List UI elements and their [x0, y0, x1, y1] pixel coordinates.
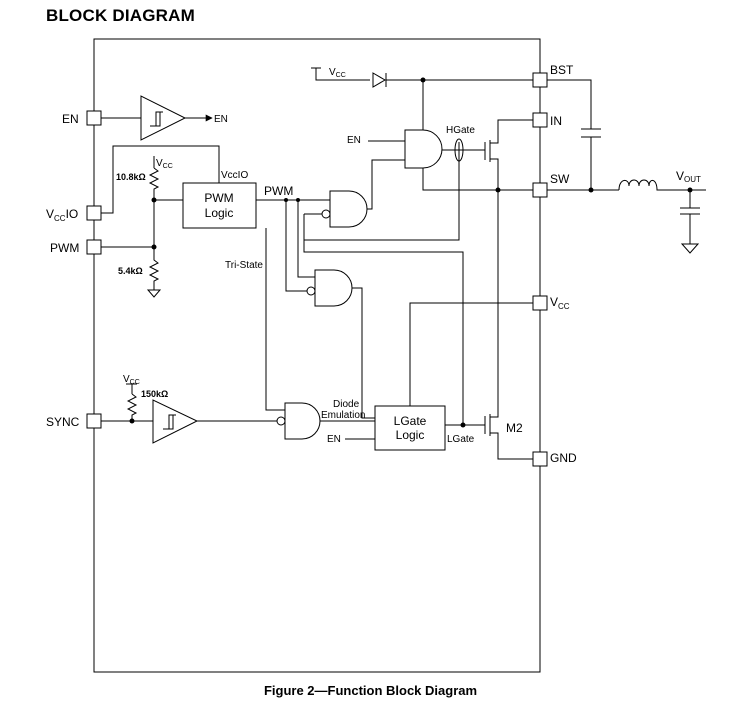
pwm-logic-line1: PWM — [204, 191, 233, 205]
m2-label: M2 — [506, 421, 523, 435]
pin-vcc — [532, 295, 548, 311]
hgate-label: HGate — [446, 125, 475, 136]
resistor-150k — [126, 393, 138, 421]
pin-pwm-label: PWM — [50, 241, 79, 255]
schmitt-icon-en — [150, 111, 163, 127]
pin-en — [86, 110, 102, 126]
pin-in — [532, 112, 548, 128]
mosfet-low-side — [484, 190, 533, 460]
lgate-label: LGate — [447, 434, 475, 445]
and-gate-hs-bubble — [321, 209, 331, 219]
pin-gnd — [532, 451, 548, 467]
wire-tri-state — [265, 228, 285, 411]
wire-bst-ext — [547, 79, 592, 129]
vccio-label: VccIO — [221, 170, 248, 181]
en-buffer — [140, 95, 187, 141]
wire-feedback-hs — [303, 213, 464, 425]
node-lgate — [460, 422, 466, 428]
sync-buffer — [152, 399, 199, 444]
vout-label: VOUT — [676, 169, 701, 184]
and-gate-ls-drive — [314, 269, 353, 307]
and-gate-ls-bubble — [306, 286, 316, 296]
vcc-sync-symbol — [126, 383, 137, 394]
r1-label: 10.8kΩ — [116, 172, 146, 182]
wire-and-ls-out — [352, 287, 375, 419]
ground-r2 — [146, 289, 162, 298]
and-gate-hgate — [404, 129, 443, 169]
resistor-5k4 — [148, 247, 160, 290]
lgate-logic-block — [374, 405, 446, 451]
ic-boundary — [93, 38, 541, 673]
diode-emulation-1: Diode — [333, 399, 360, 410]
bootstrap-capacitor — [581, 128, 601, 190]
node-sync — [129, 418, 135, 424]
schmitt-icon-sync — [163, 414, 176, 430]
ground-vout — [680, 243, 700, 254]
pin-pwm — [86, 239, 102, 255]
block-diagram: EN VCCIO PWM SYNC BST IN SW VCC GND VCC … — [46, 38, 706, 673]
node-sw-ext — [588, 187, 594, 193]
and-gate-hs-drive — [329, 190, 368, 228]
pin-gnd-label: GND — [550, 451, 577, 465]
lgate-logic-line1: LGate — [394, 414, 427, 428]
r2-label: 5.4kΩ — [118, 266, 143, 276]
vcc-top-symbol — [311, 67, 370, 81]
diode-emulation-2: Emulation — [321, 410, 365, 421]
pin-bst-label: BST — [550, 63, 574, 77]
pwm-signal-label: PWM — [264, 184, 293, 198]
wire-and-ls-feedback — [304, 142, 460, 241]
pin-sync — [86, 413, 102, 429]
wire-vcc-lgate — [409, 302, 533, 406]
wire-vccio-up — [101, 145, 220, 214]
pin-sw-label: SW — [550, 172, 570, 186]
vcc-top-label: VCC — [329, 67, 346, 79]
wire-pwm-branch-a — [285, 200, 311, 292]
inductor — [618, 179, 706, 191]
lgate-logic-line2: Logic — [396, 428, 425, 442]
pin-sync-label: SYNC — [46, 415, 80, 429]
pin-en-label: EN — [62, 112, 79, 126]
figure-caption: Figure 2—Function Block Diagram — [263, 683, 478, 698]
pwm-logic-line2: Logic — [205, 206, 234, 220]
output-capacitor — [680, 190, 700, 244]
en-out-label: EN — [214, 114, 228, 125]
en-lgate-label: EN — [327, 434, 341, 445]
and-gate-sync-bubble — [276, 416, 286, 426]
vcc-r1-label: VCC — [156, 158, 173, 170]
r3-label: 150kΩ — [141, 389, 168, 399]
wire-and-hs-out — [367, 159, 405, 210]
bootstrap-diode — [372, 72, 387, 88]
wire-sw-node — [422, 168, 533, 191]
mosfet-high-side — [484, 119, 533, 190]
pin-in-label: IN — [550, 114, 562, 128]
vcc-sync-label: VCC — [123, 374, 140, 386]
pwm-logic-block — [182, 182, 257, 229]
en-gate-top-label: EN — [347, 135, 361, 146]
pin-vccio — [86, 205, 102, 221]
pin-sw — [532, 182, 548, 198]
tri-state-label: Tri-State — [225, 260, 263, 271]
resistor-10k8 — [148, 167, 160, 200]
pin-bst — [532, 72, 548, 88]
pin-vccio-label: VCCIO — [46, 207, 78, 223]
and-gate-sync — [284, 402, 321, 440]
pin-vcc-label: VCC — [550, 295, 570, 311]
page-title: BLOCK DIAGRAM — [46, 6, 195, 25]
